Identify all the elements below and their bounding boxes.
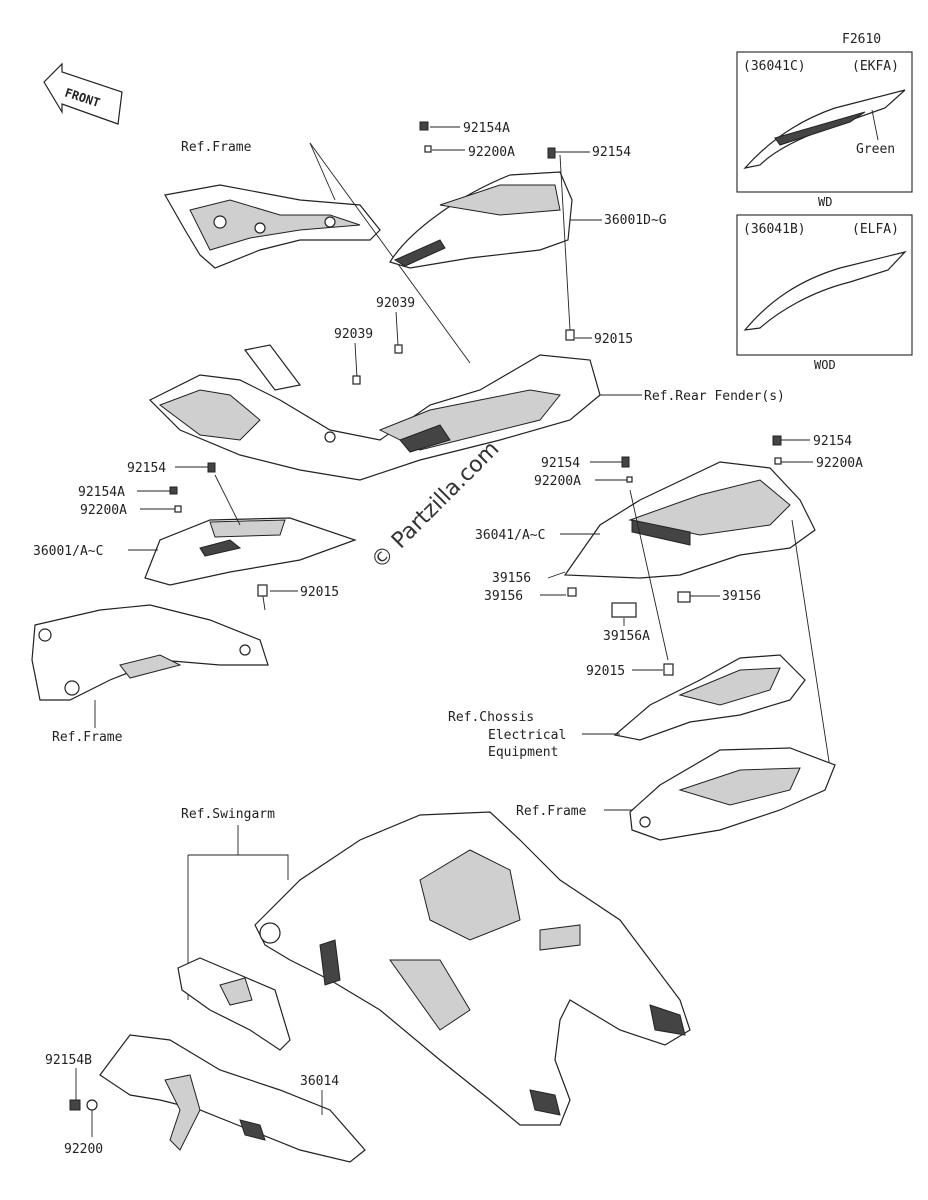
label-92039-b: 92039 xyxy=(334,327,373,342)
inset-wd-caption: WD xyxy=(818,195,832,209)
inset-wod-caption: WOD xyxy=(814,358,836,372)
label-ref-frame-top: Ref.Frame xyxy=(181,140,252,155)
label-92154-right: 92154 xyxy=(813,434,852,449)
figure-code: F2610 xyxy=(842,32,881,47)
frame-part-left xyxy=(31,604,269,701)
label-39156-c: 39156 xyxy=(722,589,761,604)
label-36001DG: 36001D~G xyxy=(604,213,667,228)
inset-wd-model: (EKFA) xyxy=(852,59,899,74)
label-36001AC: 36001/A~C xyxy=(33,544,103,559)
label-92154-left: 92154 xyxy=(127,461,166,476)
front-arrow-icon: FRONT xyxy=(43,62,123,125)
side-cowl-right xyxy=(563,461,816,579)
label-92154-mid: 92154 xyxy=(541,456,580,471)
label-92200A-right: 92200A xyxy=(816,456,863,471)
inset-wd-code: (36041C) xyxy=(743,59,806,74)
swingarm xyxy=(254,811,691,1126)
label-92154-top: 92154 xyxy=(592,145,631,160)
label-ref-chassis-3: Equipment xyxy=(488,745,558,760)
label-39156-a: 39156 xyxy=(492,571,531,586)
inset-wod: (36041B) (ELFA) WOD xyxy=(736,214,913,372)
inset-wod-model: (ELFA) xyxy=(852,222,899,237)
label-92015-left: 92015 xyxy=(300,585,339,600)
label-92154A-top: 92154A xyxy=(463,121,510,136)
label-36014: 36014 xyxy=(300,1074,339,1089)
label-92154B: 92154B xyxy=(45,1053,92,1068)
seat-cowl-upper xyxy=(389,171,573,269)
undertray-assembly xyxy=(148,344,601,481)
label-92200A-top: 92200A xyxy=(468,145,515,160)
label-39156A: 39156A xyxy=(603,629,650,644)
label-92039-a: 92039 xyxy=(376,296,415,311)
chain-guard-inner xyxy=(177,957,291,1051)
label-39156-b: 39156 xyxy=(484,589,523,604)
label-ref-chassis-1: Ref.Chossis xyxy=(448,710,534,725)
label-92200A-left: 92200A xyxy=(80,503,127,518)
frame-part-right xyxy=(629,747,836,841)
label-ref-swingarm: Ref.Swingarm xyxy=(181,807,275,822)
label-36041AC: 36041/A~C xyxy=(475,528,545,543)
chassis-electrical-part xyxy=(613,654,806,741)
label-ref-frame-right: Ref.Frame xyxy=(516,804,587,819)
inset-wod-code: (36041B) xyxy=(743,222,806,237)
inset-wd-color-label: Green xyxy=(856,142,895,157)
label-ref-rear-fender: Ref.Rear Fender(s) xyxy=(644,389,785,404)
label-92200A-mid: 92200A xyxy=(534,474,581,489)
label-92015-mid: 92015 xyxy=(586,664,625,679)
chain-guard xyxy=(99,1034,366,1163)
label-ref-frame-left: Ref.Frame xyxy=(52,730,123,745)
frame-part-top xyxy=(164,184,381,269)
label-ref-chassis-2: Electrical xyxy=(488,728,566,743)
side-cowl-left xyxy=(144,517,357,586)
inset-wd: (36041C) (EKFA) Green WD xyxy=(736,51,913,209)
label-92200: 92200 xyxy=(64,1142,103,1157)
label-92154A-left: 92154A xyxy=(78,485,125,500)
label-92015-top: 92015 xyxy=(594,332,633,347)
